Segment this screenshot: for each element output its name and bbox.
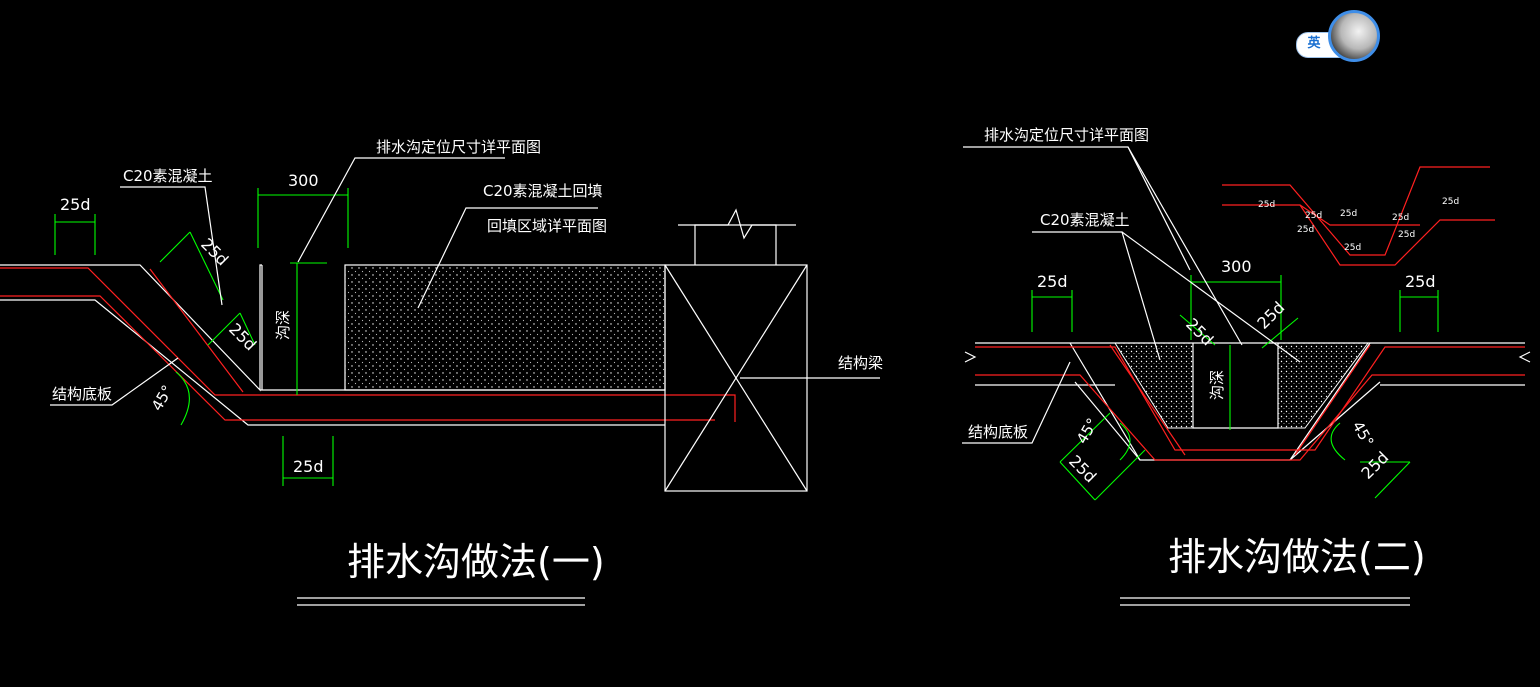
rebar-bottom-right bbox=[975, 374, 1525, 461]
leader-plan-ref: 排水沟定位尺寸详平面图 bbox=[297, 138, 541, 263]
dim-slope-right-2-text: 25d bbox=[1253, 298, 1288, 333]
title-detail-two: 排水沟做法(二) bbox=[1168, 535, 1426, 579]
backfill-hatch bbox=[344, 264, 666, 391]
leader-slab: 结构底板 bbox=[50, 357, 179, 406]
dim-top-left-text: 25d bbox=[60, 195, 91, 214]
leader-backfill: C20素混凝土回填 回填区域详平面图 bbox=[417, 182, 607, 309]
label-backfill-2: 回填区域详平面图 bbox=[487, 217, 607, 235]
rebar-inner bbox=[149, 268, 244, 393]
rebar-diag-left bbox=[1109, 344, 1186, 456]
concrete-fill-right bbox=[1277, 342, 1369, 429]
label-beam: 结构梁 bbox=[838, 354, 883, 372]
dimension-slope-right-2: 25d bbox=[1357, 448, 1411, 499]
leader-slab-2: 结构底板 bbox=[962, 361, 1071, 444]
drainage-detail-one: 25d 300 沟深 25d 25d 25d bbox=[0, 138, 883, 606]
concrete-fill-left bbox=[1114, 342, 1194, 429]
label-c20: C20素混凝土 bbox=[123, 167, 213, 185]
dimension-bottom: 25d bbox=[282, 436, 334, 486]
dim-slope-lower-text: 25d bbox=[225, 319, 260, 354]
ime-language-label[interactable]: 英 bbox=[1307, 36, 1321, 51]
inset-dim-8: 25d bbox=[1398, 230, 1415, 240]
dimension-slope-lower: 25d bbox=[207, 312, 260, 354]
angle-left-label: 45° bbox=[1073, 415, 1102, 447]
inset-dim-7: 25d bbox=[1344, 243, 1361, 253]
dim-width-text: 300 bbox=[288, 171, 319, 190]
inset-dim-5: 25d bbox=[1442, 197, 1459, 207]
angle-marker: 45° bbox=[148, 371, 190, 426]
break-right bbox=[1518, 351, 1531, 363]
inset-dim-3: 25d bbox=[1340, 209, 1357, 219]
label-slab: 结构底板 bbox=[52, 385, 112, 403]
trench-inner bbox=[1192, 343, 1279, 429]
rebar-top bbox=[0, 267, 736, 422]
leader-c20: C20素混凝土 bbox=[120, 167, 223, 306]
label-plan-ref-2: 排水沟定位尺寸详平面图 bbox=[984, 126, 1149, 144]
dimension-top-left: 25d bbox=[54, 195, 96, 255]
drainage-detail-two: 25d 25d 25d 25d 25d 25d 25d 25d 25d 300 … bbox=[962, 126, 1531, 606]
inset-dim-4: 25d bbox=[1392, 213, 1409, 223]
label-plan-ref: 排水沟定位尺寸详平面图 bbox=[376, 138, 541, 156]
depth-label-2: 沟深 bbox=[1208, 370, 1226, 400]
depth-label: 沟深 bbox=[274, 310, 292, 340]
moon-avatar-icon[interactable] bbox=[1328, 10, 1380, 62]
break-left bbox=[964, 351, 977, 363]
rebar-bottom bbox=[0, 295, 715, 421]
inset-dim-1: 25d bbox=[1258, 200, 1275, 210]
dimension-top-left-2: 25d bbox=[1031, 272, 1073, 332]
rebar-top-right bbox=[975, 346, 1525, 451]
inset-dim-2: 25d bbox=[1305, 211, 1322, 221]
dimension-width: 300 bbox=[257, 171, 349, 248]
leader-beam: 结构梁 bbox=[740, 354, 883, 379]
title-detail-one: 排水沟做法(一) bbox=[347, 540, 605, 584]
dimension-depth: 沟深 bbox=[274, 262, 327, 395]
angle-label: 45° bbox=[148, 382, 177, 414]
dimension-top-right-2: 25d bbox=[1399, 272, 1439, 332]
label-c20-2: C20素混凝土 bbox=[1040, 211, 1130, 229]
rebar-inset: 25d 25d 25d 25d 25d 25d 25d 25d bbox=[1222, 166, 1495, 266]
leader-c20-2: C20素混凝土 bbox=[1032, 211, 1301, 363]
dim-top-left-2-text: 25d bbox=[1037, 272, 1068, 291]
beam-break-symbol bbox=[694, 208, 777, 265]
leader-plan-ref-2: 排水沟定位尺寸详平面图 bbox=[963, 126, 1243, 346]
dimension-slope-left-2: 25d bbox=[1059, 412, 1146, 501]
dim-width-2-text: 300 bbox=[1221, 257, 1252, 276]
inset-dim-6: 25d bbox=[1297, 225, 1314, 235]
dimension-slope-upper: 25d bbox=[159, 231, 232, 301]
dimension-slope-upper-2: 25d 25d bbox=[1179, 298, 1299, 349]
dim-bottom-right-2-text: 25d bbox=[1357, 448, 1392, 483]
rebar-diag-right bbox=[1294, 344, 1371, 456]
dim-top-right-2-text: 25d bbox=[1405, 272, 1436, 291]
dim-bottom-left-2-text: 25d bbox=[1065, 451, 1100, 486]
dim-bottom-text: 25d bbox=[293, 457, 324, 476]
ime-indicator[interactable]: 英 bbox=[1296, 10, 1380, 62]
dimension-depth-2: 沟深 bbox=[1208, 345, 1231, 430]
angle-right-label: 45° bbox=[1349, 418, 1378, 450]
label-slab-2: 结构底板 bbox=[968, 423, 1028, 441]
label-backfill-1: C20素混凝土回填 bbox=[483, 182, 603, 200]
beam-cross-2 bbox=[664, 264, 808, 492]
